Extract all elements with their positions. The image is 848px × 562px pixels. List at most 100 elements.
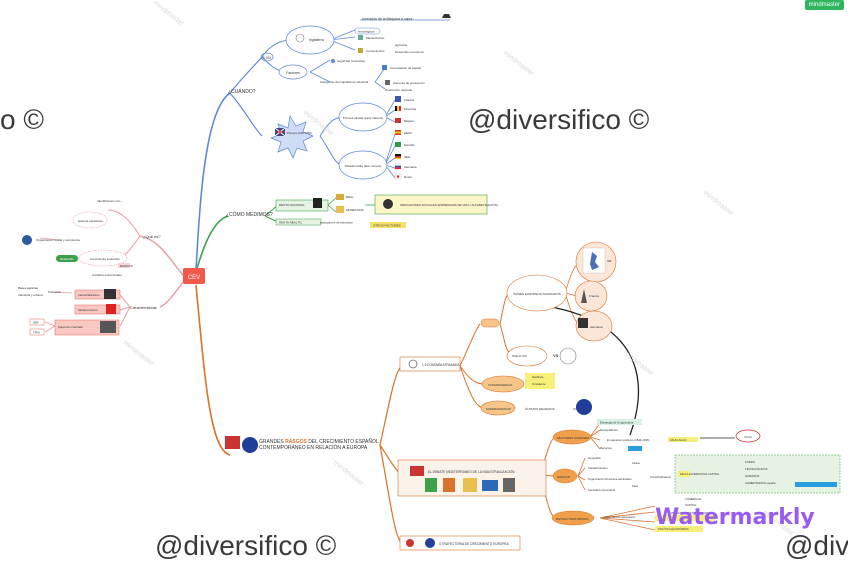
mechanization-icon — [358, 35, 363, 40]
center-node[interactable] — [183, 268, 205, 284]
spain-sink: Crisis — [744, 435, 752, 439]
result-blue-bar — [795, 482, 837, 487]
result-1: TECNOLÓGICOS — [745, 466, 768, 471]
detail-5: Capital humano — [588, 466, 608, 470]
spain-label-rest: DEL CRECIMIENTO ESPAÑOL — [308, 438, 379, 445]
bottom-tag-a — [655, 515, 715, 521]
how-label: ¿CÓMO MEDIMOS? — [226, 211, 273, 218]
hopeful-node[interactable] — [480, 400, 516, 416]
top-node[interactable] — [285, 25, 335, 55]
bavaria-icon — [578, 318, 588, 328]
spain-main-node[interactable]: GRANDES RASGOS DEL CRECIMIENTO ESPAÑOL C… — [225, 436, 379, 453]
how-item-1: REAL — [346, 195, 354, 199]
italy-map-icon — [425, 478, 437, 492]
detail-2: En aspectos políticos (1844-1936) — [607, 438, 650, 442]
eu-flag-icon — [242, 437, 258, 453]
spain-sub1: 1 ECONOMÍA ATRASADA — [422, 363, 460, 367]
eu-circle-icon — [576, 399, 592, 415]
bottom-0: COMERCIAL — [685, 497, 702, 501]
greece-flag-icon — [482, 480, 498, 491]
factors-node[interactable] — [278, 64, 308, 80]
feat-pill2: TIPO — [33, 331, 41, 335]
country-gb: GB — [607, 259, 611, 263]
own-structure-node[interactable] — [551, 510, 595, 526]
europe-tag[interactable] — [480, 318, 500, 328]
growth-node[interactable] — [78, 249, 128, 267]
type-pill[interactable] — [29, 328, 45, 336]
when-item-6: seguridad productiva — [337, 59, 365, 63]
first-wave-node[interactable] — [338, 102, 388, 132]
bottom-tag-b — [655, 526, 703, 532]
social-indicators-box[interactable] — [374, 194, 488, 215]
market-icon — [100, 321, 116, 333]
spain-factors-b: RASGOS — [557, 475, 570, 479]
society-icon — [22, 235, 32, 245]
app-badge[interactable]: mindmaster — [804, 0, 844, 10]
feat-pill1: DEF — [33, 321, 39, 325]
coins-icon — [336, 206, 344, 213]
when-item-17: Rusia — [404, 175, 412, 179]
bottom-3: POLÍTICA ECONÓMICA — [658, 526, 689, 531]
how-item-0: RENTA NACIONAL — [279, 203, 305, 207]
europe-node[interactable] — [506, 274, 568, 312]
spain-result-box: FALLA ALTERNATIVA CAPITAL — [680, 472, 720, 476]
when-item-12: Bélgica — [404, 119, 414, 123]
person-flag-icon — [313, 198, 322, 208]
spain-factors-a: FACTORES COMUNES — [557, 436, 589, 440]
industrialization-box[interactable] — [74, 289, 121, 300]
first-wave-label: Primera oleada (early starters) — [343, 116, 384, 120]
bottom-2: INVERSIONES EXTRANJERAS — [668, 511, 708, 515]
binoculars-icon — [383, 199, 393, 209]
common-factors-node[interactable] — [552, 429, 592, 445]
national-income-node[interactable] — [275, 199, 329, 212]
tech-pill[interactable] — [354, 27, 381, 35]
detail-10: Tasa — [632, 484, 638, 488]
what-item-4: Cambios estructurales — [92, 273, 122, 277]
detail-1: Desequilibrios — [600, 428, 618, 432]
people-icon — [463, 478, 477, 492]
pioneer-burst[interactable] — [270, 115, 314, 159]
crisis-node[interactable] — [735, 429, 761, 443]
development-pill[interactable] — [56, 255, 78, 262]
spain-label-accent: RASGOS — [285, 439, 307, 445]
when-item-9: Aumento de producción — [393, 81, 425, 85]
traits-node[interactable] — [552, 468, 578, 484]
eiffel-icon — [395, 96, 401, 102]
comparison-icon — [559, 347, 577, 365]
spain-round-icon — [406, 539, 414, 547]
factory-icon-2 — [104, 289, 116, 299]
modernization-box[interactable] — [74, 304, 121, 315]
late-node[interactable] — [506, 345, 548, 367]
how-highlight: INDICADORES SOCIALES (ESPERANZA DE VIDA … — [400, 202, 498, 207]
when-item-2: Mecanización — [366, 36, 385, 40]
when-item-5: Desarrollo económico — [395, 50, 424, 54]
fb-icon — [382, 65, 387, 70]
eu-round-icon — [425, 538, 435, 548]
eiffel-tower-icon — [581, 289, 587, 303]
when-item-4: Cercamientos — [366, 49, 385, 53]
feat-item-0: Industrialización — [78, 293, 100, 297]
when-item-11: Finanzas — [404, 107, 417, 111]
when-item-7: Acumulación de capital — [390, 66, 421, 70]
capitalism-node[interactable] — [72, 211, 108, 229]
spain-label-prefix: GRANDES — [259, 439, 284, 445]
how-item-2: MONETARIA — [346, 208, 364, 212]
spain-vs: VS — [553, 353, 559, 358]
roman-node[interactable] — [260, 52, 274, 62]
factory-icon — [385, 80, 390, 85]
result-2: HUMANOS — [745, 474, 759, 478]
spain-factors-c: ESTRUCTURA PROPIA — [556, 517, 589, 521]
late-wave-node[interactable] — [338, 150, 388, 180]
house-icon — [106, 304, 116, 314]
feat-item-3: Bases agrarias — [18, 286, 39, 290]
when-label: ¿CUÁNDO? — [228, 88, 256, 95]
real-income-pc-node[interactable] — [275, 218, 322, 226]
convergence-node[interactable] — [481, 375, 525, 393]
other-factors-tag[interactable] — [370, 222, 406, 228]
conv-item-0: Sur/Este — [532, 375, 544, 379]
what-item-5: Desarrollo — [60, 257, 74, 261]
def-pill[interactable] — [29, 318, 45, 326]
spain-us: US — [573, 407, 577, 411]
convergence-tags — [525, 373, 555, 389]
